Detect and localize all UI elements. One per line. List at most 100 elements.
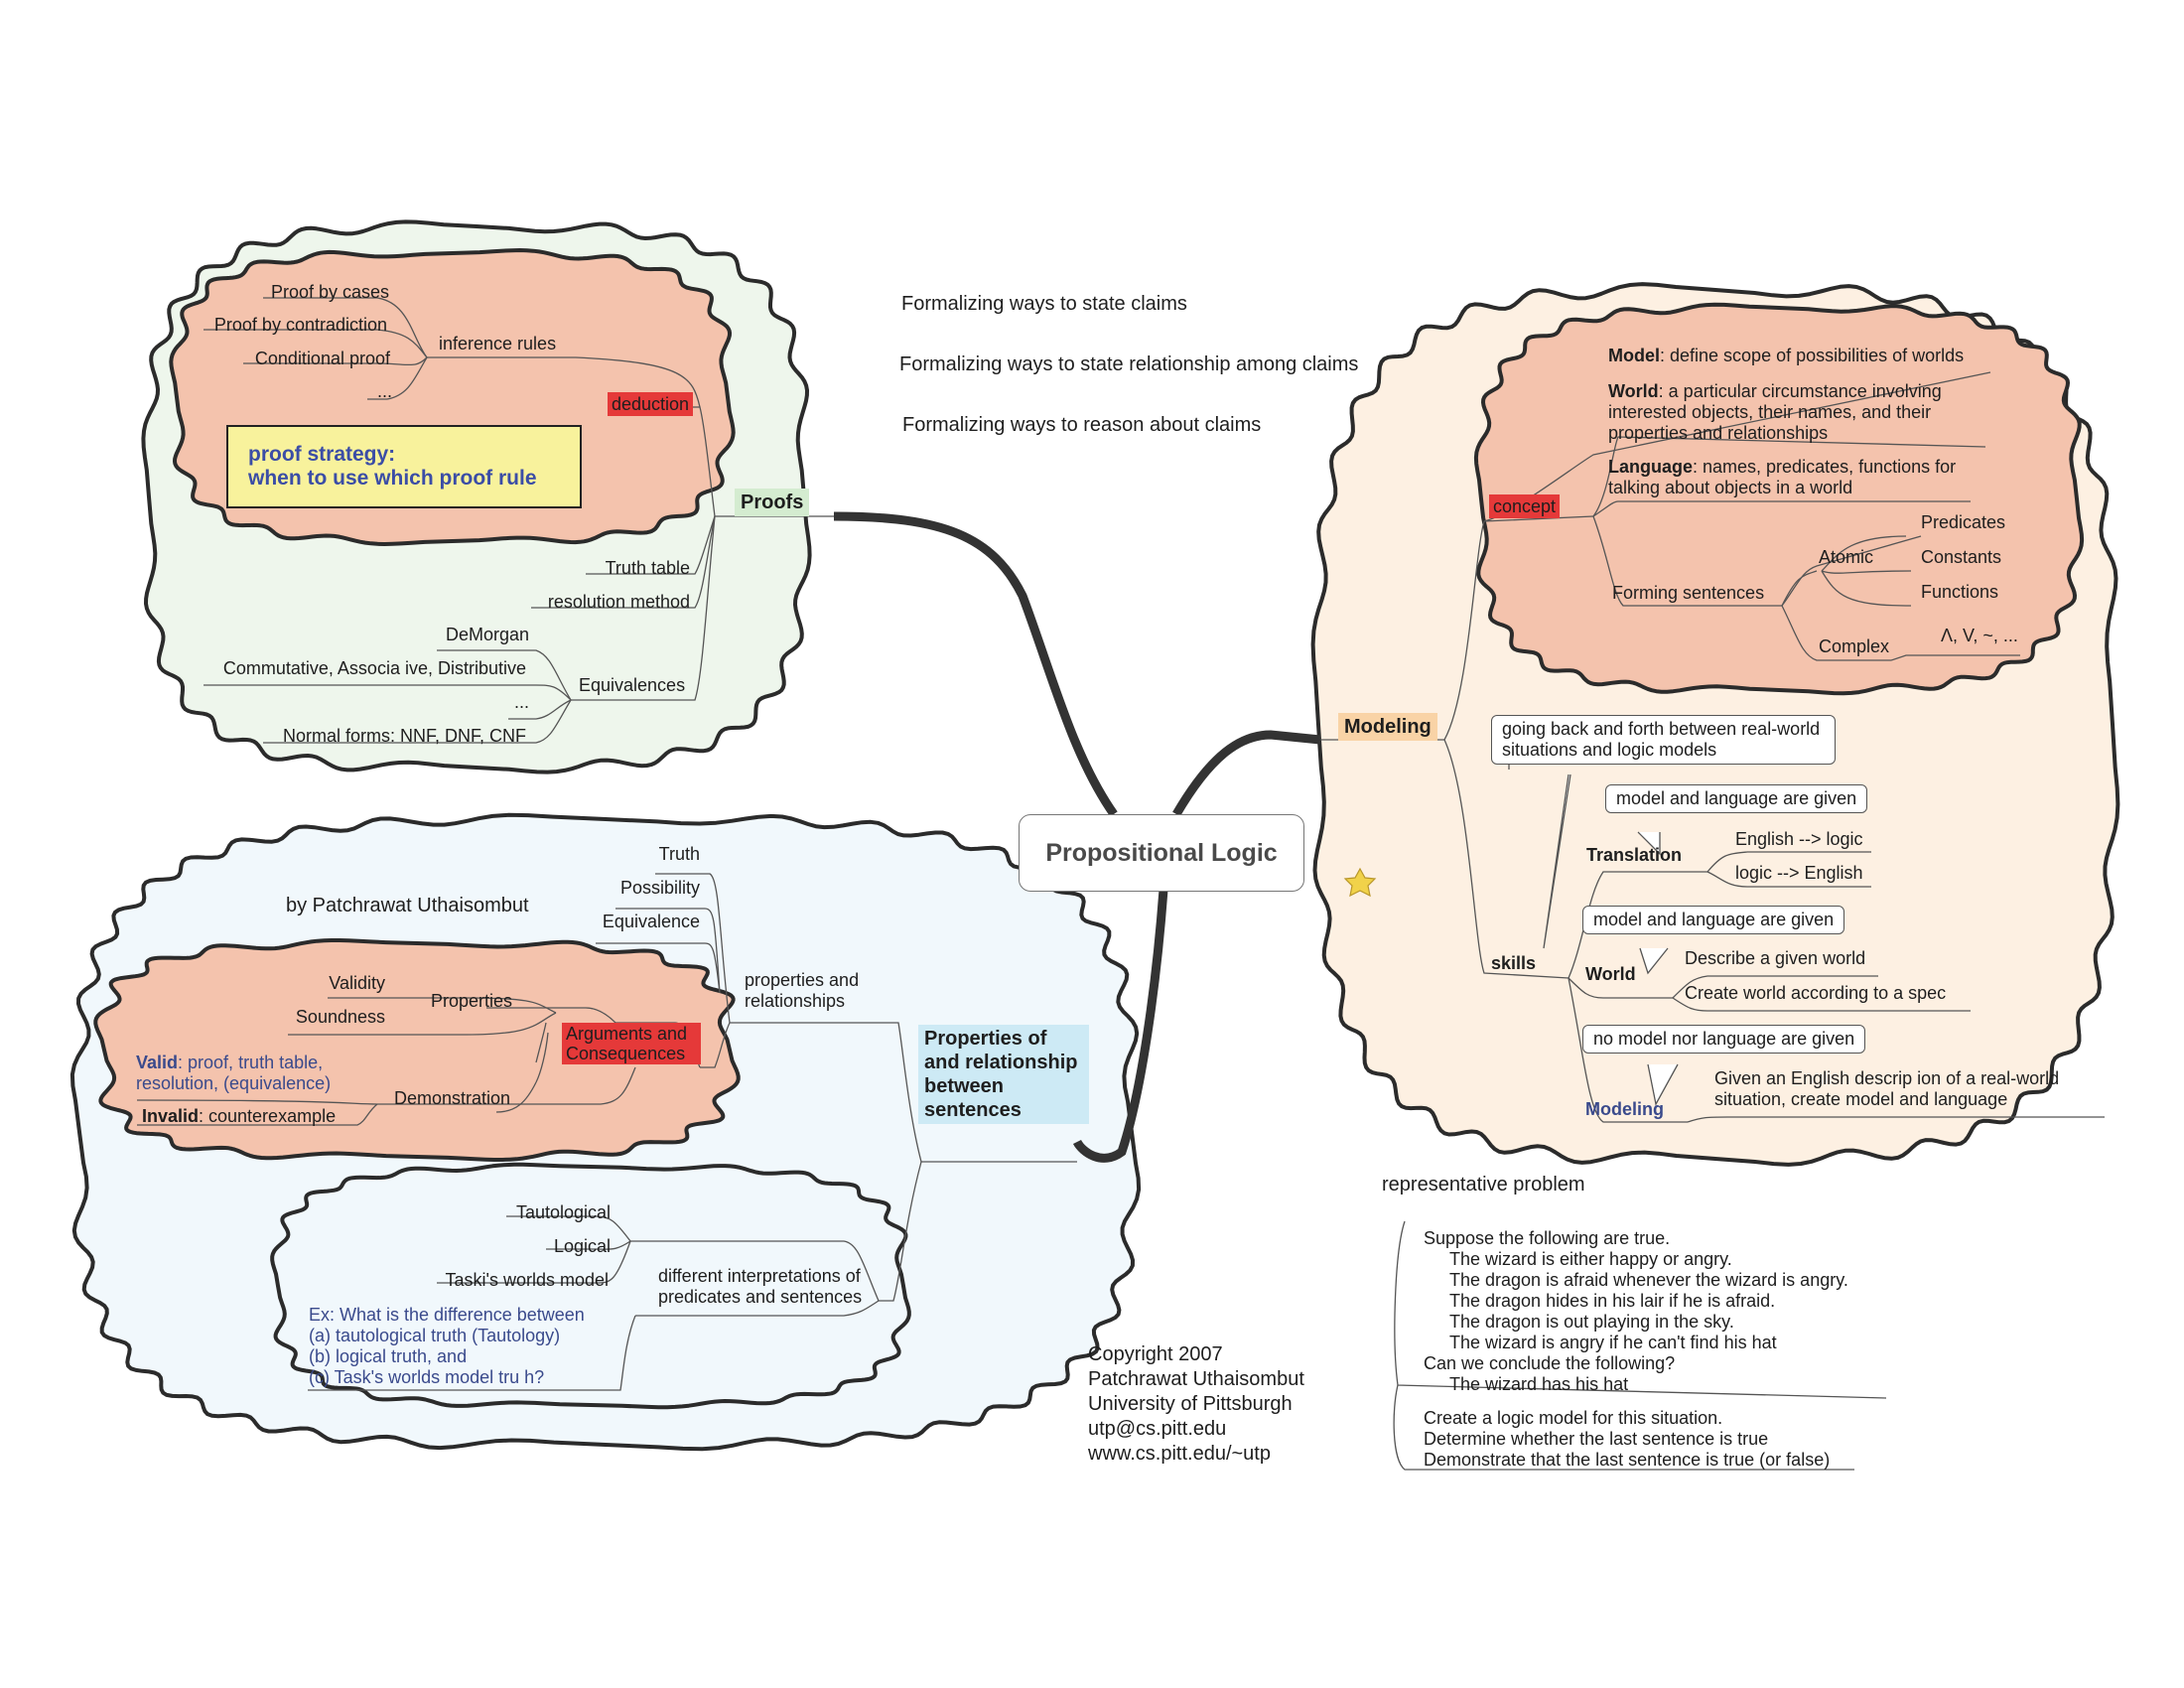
problem-line-4: The dragon hides in his lair if he is af… [1449,1291,1776,1311]
star-icon [1343,867,1377,898]
problem-task-3: Demonstrate that the last sentence is tr… [1424,1450,1831,1470]
truth-table-label[interactable]: Truth table [605,558,690,578]
world-def: : a particular circumstance involving in… [1608,381,1942,443]
language-term: Language [1608,457,1694,477]
problem-line-1: Suppose the following are true. [1424,1228,1671,1248]
problem-line-6: The wizard is angry if he can't find his… [1449,1333,1777,1352]
callout-world: model and language are given [1582,906,1845,934]
invalid-def: : counterexample [199,1106,337,1126]
copyright-line-5[interactable]: www.cs.pitt.edu/~utp [1088,1443,1271,1465]
translation-english-to-logic[interactable]: English --> logic [1735,829,1863,849]
problem-line-8: The wizard has his hat [1449,1374,1629,1394]
prop-validity[interactable]: Validity [329,973,385,993]
branch-proofs [833,511,1118,817]
forming-sentences-label[interactable]: Forming sentences [1612,583,1765,603]
model-def: : define scope of possibilities of world… [1660,346,1965,365]
prop-truth[interactable]: Truth [658,844,700,864]
example-line-1: Ex: What is the difference between [309,1305,585,1325]
example-line-2: (a) tautological truth (Tautology) [309,1326,561,1345]
invalid-demonstration[interactable]: Invalid: counterexample [142,1106,336,1127]
problem-task-2: Determine whether the last sentence is t… [1424,1429,1769,1449]
prop-soundness[interactable]: Soundness [295,1007,385,1027]
valid-def: : proof, truth table, resolution, (equiv… [136,1053,332,1093]
atomic-constants[interactable]: Constants [1921,547,2002,567]
interp-tautological[interactable]: Tautological [515,1202,611,1222]
rule-ellipsis[interactable]: ... [376,381,392,401]
equiv-ellipsis[interactable]: ... [513,692,529,712]
problem-task-1: Create a logic model for this situation. [1424,1408,1723,1428]
valid-demonstration[interactable]: Valid: proof, truth table, resolution, (… [136,1053,369,1094]
equiv-normal-forms[interactable]: Normal forms: NNF, DNF, CNF [282,726,526,746]
branch-properties [1072,889,1168,1163]
world-definition[interactable]: World: a particular circumstance involvi… [1608,381,1990,444]
model-definition[interactable]: Model: define scope of possibilities of … [1608,346,1964,366]
interpretations-label[interactable]: different interpretations of predicates … [658,1266,863,1307]
copyright-line-3: University of Pittsburgh [1088,1393,1293,1415]
intro-line-3: Formalizing ways to reason about claims [902,414,1262,436]
central-topic[interactable]: Propositional Logic [1019,814,1304,892]
modeling-topic[interactable]: Modeling [1338,713,1437,741]
atomic-label[interactable]: Atomic [1819,547,1874,567]
concept-cloud [1473,302,2085,696]
properties-topic[interactable]: Properties of and relationship between s… [918,1025,1089,1124]
world-create[interactable]: Create world according to a spec [1685,983,1947,1003]
strategy-line-1: proof strategy: [248,443,396,466]
interp-logical[interactable]: Logical [553,1236,611,1256]
arguments-consequences-tag[interactable]: Arguments and Consequences [562,1023,701,1064]
equiv-laws[interactable]: Commutative, Associa ive, Distributive [222,658,526,678]
concept-tag[interactable]: concept [1489,494,1561,518]
author-label: by Patchrawat Uthaisombut [286,895,529,916]
copyright-line-4[interactable]: utp@cs.pitt.edu [1088,1418,1227,1440]
intro-line-1: Formalizing ways to state claims [901,293,1187,315]
strategy-line-2: when to use which proof rule [248,467,537,490]
intro-line-2: Formalizing ways to state relationship a… [899,353,1359,375]
prop-equivalence[interactable]: Equivalence [602,912,700,931]
properties-label[interactable]: Properties [431,991,513,1011]
valid-term: Valid [136,1053,179,1072]
translation-logic-to-english[interactable]: logic --> English [1735,863,1863,883]
language-def: : names, predicates, functions for talki… [1608,457,1957,497]
problem-line-3: The dragon is afraid whenever the wizard… [1449,1270,1848,1290]
demonstration-label[interactable]: Demonstration [394,1088,511,1108]
atomic-predicates[interactable]: Predicates [1921,512,2006,532]
model-term: Model [1608,346,1660,365]
modeling-skill-label[interactable]: Modeling [1585,1099,1664,1119]
arguments-cloud [93,938,741,1162]
skills-label[interactable]: skills [1491,953,1537,973]
proofs-topic[interactable]: Proofs [735,489,810,516]
proof-strategy-note: proof strategy: when to use which proof … [226,425,582,508]
copyright-line-1: Copyright 2007 [1088,1343,1223,1365]
rule-proof-by-contradiction[interactable]: Proof by contradiction [213,315,387,335]
equivalences-label[interactable]: Equivalences [579,675,686,695]
callout-modeling: no model nor language are given [1582,1025,1866,1054]
properties-relationships-label[interactable]: properties and relationships [745,970,860,1011]
example-line-4: (c) Task's worlds model tru h? [309,1367,545,1387]
problem-line-2: The wizard is either happy or angry. [1449,1249,1732,1269]
complex-label[interactable]: Complex [1819,636,1890,656]
callout-back-and-forth: going back and forth between real-world … [1491,715,1836,765]
equiv-demorgan[interactable]: DeMorgan [445,625,529,644]
deduction-tag[interactable]: deduction [608,392,694,416]
problem-line-5: The dragon is out playing in the sky. [1449,1312,1734,1332]
inference-rules-label[interactable]: inference rules [439,334,557,353]
copyright-line-2: Patchrawat Uthaisombut [1088,1368,1304,1390]
branch-modeling [1172,730,1321,817]
problem-line-7: Can we conclude the following? [1424,1353,1676,1373]
callout-translation: model and language are given [1605,784,1868,813]
prop-possibility[interactable]: Possibility [619,878,700,898]
rule-conditional-proof[interactable]: Conditional proof [254,349,390,368]
translation-label[interactable]: Translation [1586,845,1683,865]
rule-proof-by-cases[interactable]: Proof by cases [270,282,389,302]
modeling-skill-description[interactable]: Given an English descrip ion of a real-w… [1714,1068,2060,1109]
complex-connectives[interactable]: Λ, V, ~, ... [1941,626,2018,645]
world-term: World [1608,381,1659,401]
problem-title: representative problem [1382,1174,1585,1196]
world-describe[interactable]: Describe a given world [1685,948,1866,968]
invalid-term: Invalid [142,1106,200,1126]
resolution-method-label[interactable]: resolution method [547,592,690,612]
world-skill-label[interactable]: World [1585,964,1636,984]
example-line-3: (b) logical truth, and [309,1346,468,1366]
language-definition[interactable]: Language: names, predicates, functions f… [1608,457,1976,498]
interp-taski-worlds[interactable]: Taski's worlds model [445,1270,610,1290]
atomic-functions[interactable]: Functions [1921,582,1999,602]
